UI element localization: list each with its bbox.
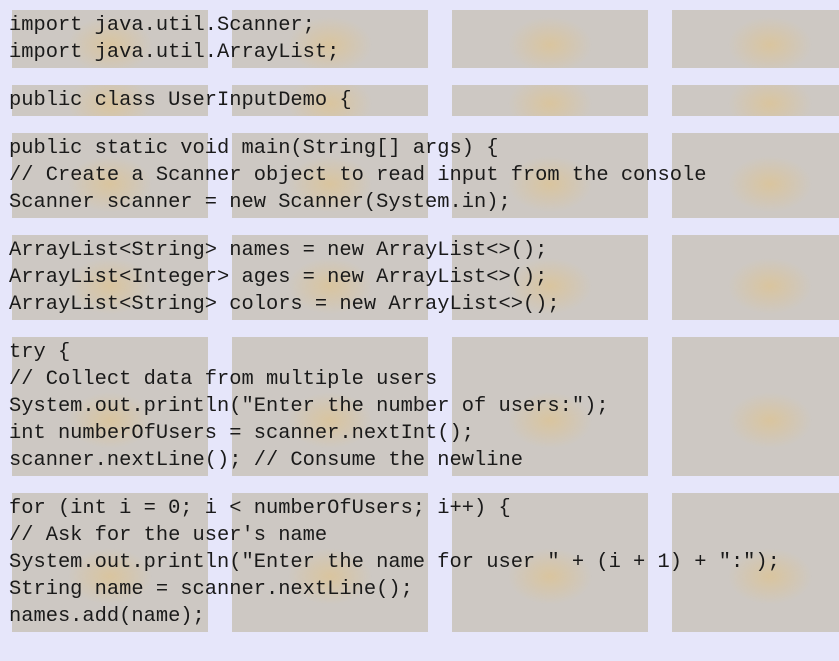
code-line: try { — [9, 341, 71, 364]
code-line: names.add(name); — [9, 605, 205, 628]
code-paragraph: public static void main(String[] args) {… — [0, 133, 839, 218]
code-paragraph: public class UserInputDemo { — [0, 85, 839, 116]
code-line: ArrayList<Integer> ages = new ArrayList<… — [9, 266, 548, 289]
code-line: import java.util.ArrayList; — [9, 41, 340, 64]
code-paragraph: ArrayList<String> names = new ArrayList<… — [0, 235, 839, 320]
code-document: import java.util.Scanner; import java.uti… — [0, 10, 839, 632]
code-line: // Ask for the user's name — [9, 524, 328, 547]
code-line: ArrayList<String> names = new ArrayList<… — [9, 239, 548, 262]
code-line: System.out.println("Enter the name for u… — [9, 551, 780, 574]
code-line: int numberOfUsers = scanner.nextInt(); — [9, 422, 474, 445]
code-line: for (int i = 0; i < numberOfUsers; i++) … — [9, 497, 511, 520]
code-line: public static void main(String[] args) { — [9, 137, 499, 160]
code-line: ArrayList<String> colors = new ArrayList… — [9, 293, 560, 316]
code-paragraph: try { // Collect data from multiple users… — [0, 337, 839, 476]
code-line: import java.util.Scanner; — [9, 14, 315, 37]
code-line: scanner.nextLine(); // Consume the newli… — [9, 449, 523, 472]
code-line: // Collect data from multiple users — [9, 368, 438, 391]
code-line: System.out.println("Enter the number of … — [9, 395, 609, 418]
code-paragraph: for (int i = 0; i < numberOfUsers; i++) … — [0, 493, 839, 632]
code-line: Scanner scanner = new Scanner(System.in)… — [9, 191, 511, 214]
code-line: String name = scanner.nextLine(); — [9, 578, 413, 601]
code-line: // Create a Scanner object to read input… — [9, 164, 707, 187]
code-paragraph: import java.util.Scanner; import java.uti… — [0, 10, 839, 68]
code-line: public class UserInputDemo { — [9, 89, 352, 112]
